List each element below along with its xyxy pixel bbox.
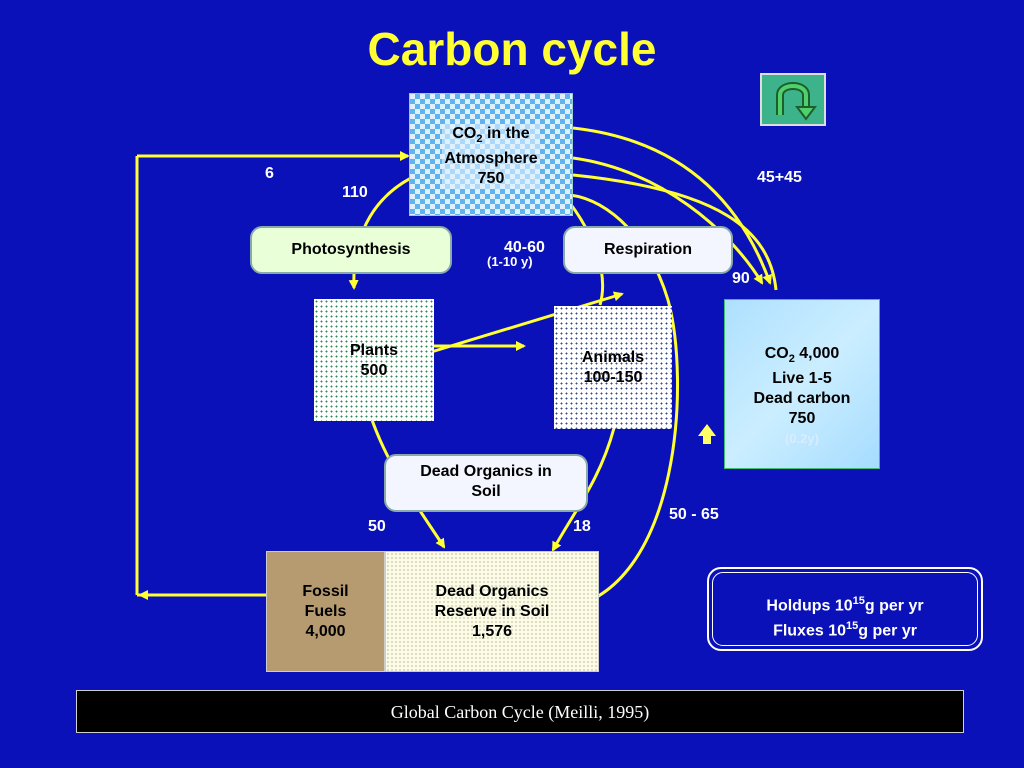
fossil-fuels-box: Fossil Fuels 4,000	[266, 551, 385, 672]
ocean-line3: Dead carbon	[753, 390, 851, 408]
reserve-line2: Reserve in Soil	[434, 603, 550, 620]
page-title: Carbon cycle	[367, 23, 657, 75]
atmosphere-label-line2: Atmosphere	[444, 150, 538, 168]
atmosphere-label-suffix: in the	[482, 125, 530, 142]
ocean-line1-suffix: 4,000	[794, 345, 840, 362]
soil-reserve-box: Dead Organics Reserve in Soil 1,576	[385, 551, 599, 672]
flux-ocean-exchange-label: 45+45	[757, 169, 802, 186]
u-turn-return-icon	[776, 82, 817, 121]
fossil-line2: Fuels	[304, 603, 347, 620]
plants-value: 500	[360, 362, 388, 379]
ocean-line2: Live 1-5	[772, 370, 832, 388]
legend-fluxes-exp: 15	[846, 620, 859, 633]
flux-soil-atm-label: 50 - 65	[669, 506, 719, 523]
units-legend: Holdups 1015g per yr Fluxes 1015g per yr	[707, 567, 983, 651]
animals-box: Animals 100-150	[554, 306, 672, 429]
atmosphere-label-prefix: CO	[452, 125, 477, 142]
arrow-atm-to-ocean-1	[572, 126, 772, 285]
flux-plants-soil-label: 50	[368, 518, 386, 535]
arrow-head-fossil	[138, 590, 148, 600]
atmosphere-label-sub: 2	[476, 133, 483, 146]
respiration-box: Respiration	[563, 226, 733, 274]
fossil-line1: Fossil	[302, 583, 349, 600]
ocean-box: CO2 4,000 Live 1-5 Dead carbon 750 (0.2y…	[724, 299, 880, 469]
flux-respiration-label: 40-60	[504, 239, 545, 256]
dead-organics-box: Dead Organics in Soil	[384, 454, 588, 512]
flux-fossil-label: 6	[265, 165, 274, 182]
flux-photosynthesis-label: 110	[342, 184, 368, 201]
fossil-line3: 4,000	[305, 623, 346, 640]
ocean-line1-sub: 2	[788, 353, 795, 366]
atmosphere-value: 750	[477, 170, 505, 188]
ocean-residence: (0.2y)	[785, 431, 819, 447]
ocean-line1-prefix: CO	[764, 345, 789, 362]
animals-label: Animals	[581, 349, 645, 366]
arrow-ocean-to-atm	[572, 173, 778, 291]
photosynthesis-box: Photosynthesis	[250, 226, 452, 274]
up-arrow-icon	[698, 424, 716, 444]
arrow-plants-to-respiration	[417, 291, 624, 358]
animals-value: 100-150	[583, 369, 643, 386]
plants-label: Plants	[349, 342, 398, 359]
flux-respiration-time: (1-10 y)	[487, 254, 533, 269]
plants-box: Plants 500	[314, 299, 434, 421]
legend-holdups-suffix: g per yr	[864, 597, 924, 615]
flux-ocean-uptake-label: 90	[732, 270, 750, 287]
return-button[interactable]	[760, 73, 826, 126]
legend-holdups-prefix: Holdups 10	[766, 597, 853, 615]
legend-fluxes-prefix: Fluxes 10	[773, 622, 846, 640]
dead-organics-line2: Soil	[471, 483, 501, 500]
ocean-line4: 750	[788, 410, 816, 428]
dead-organics-line1: Dead Organics in	[420, 463, 552, 480]
legend-holdups-exp: 15	[852, 595, 865, 607]
arrow-atm-to-ocean-2	[572, 156, 764, 285]
figure-caption: Global Carbon Cycle (Meilli, 1995)	[76, 690, 964, 733]
atmosphere-box: CO2 in the Atmosphere 750	[409, 93, 573, 216]
flux-animals-soil-label: 18	[573, 518, 591, 535]
reserve-line1: Dead Organics	[435, 583, 549, 600]
reserve-line3: 1,576	[471, 623, 513, 640]
arrow-soil-to-atm	[569, 193, 679, 609]
legend-fluxes-suffix: g per yr	[858, 622, 917, 640]
